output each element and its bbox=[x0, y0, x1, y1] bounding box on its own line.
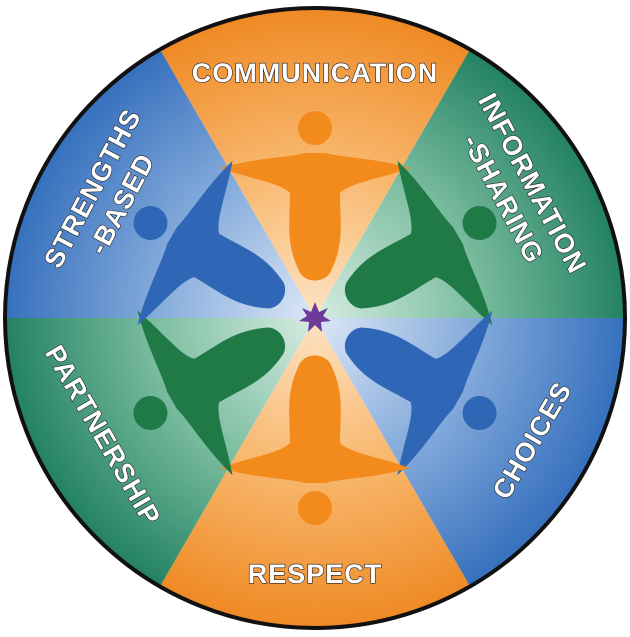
people-figures bbox=[88, 111, 542, 525]
center-star-icon bbox=[299, 302, 331, 332]
label-respect: RESPECT bbox=[248, 559, 383, 589]
label-communication: COMMUNICATION bbox=[192, 58, 438, 88]
wheel-border bbox=[3, 6, 627, 630]
